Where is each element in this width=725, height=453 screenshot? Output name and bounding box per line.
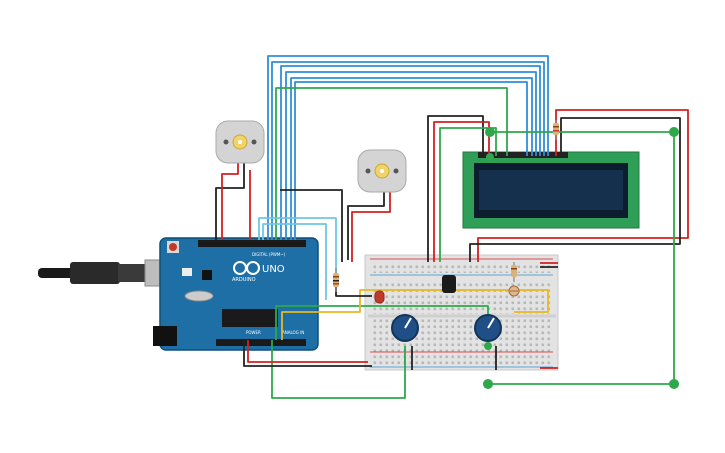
wire-green-pot1[interactable] bbox=[271, 340, 406, 399]
wires bbox=[215, 55, 689, 399]
led-icon[interactable] bbox=[374, 290, 385, 304]
potentiometer-icon[interactable] bbox=[474, 314, 502, 342]
reset-icon bbox=[169, 243, 177, 251]
led-l-indicator bbox=[182, 268, 192, 276]
wire-lcd-rs[interactable] bbox=[294, 81, 528, 240]
resistor-icon[interactable] bbox=[553, 120, 559, 140]
resistor-icon[interactable] bbox=[511, 262, 517, 282]
wire-yellow-ldr[interactable] bbox=[281, 289, 549, 340]
wire-motor2-gnd[interactable] bbox=[347, 190, 385, 260]
wire-lightblue-resistor[interactable] bbox=[258, 217, 337, 278]
dc-motor-icon[interactable] bbox=[215, 120, 265, 164]
wire-lcd-vcc[interactable] bbox=[433, 121, 490, 262]
digital-label: DIGITAL (PWM~) bbox=[252, 252, 286, 257]
arduino-logo bbox=[233, 261, 260, 275]
arduino-uno-board[interactable]: UNO ARDUINO DIGITAL (PWM~) POWER ANALOG … bbox=[153, 237, 319, 351]
power-jack bbox=[153, 326, 177, 346]
wire-motor2-vcc[interactable] bbox=[351, 190, 391, 262]
lcd-16x2[interactable] bbox=[462, 151, 640, 229]
transistor-icon[interactable] bbox=[442, 275, 456, 293]
wire-green-lcd[interactable] bbox=[275, 87, 508, 240]
small-chip bbox=[202, 270, 212, 280]
dc-motor-icon[interactable] bbox=[357, 149, 407, 193]
wire-lcd-gnd[interactable] bbox=[427, 115, 484, 262]
board-sub-brand: ARDUINO bbox=[232, 277, 256, 283]
junction-dots bbox=[483, 127, 679, 389]
wire-black-gnd-top[interactable] bbox=[280, 189, 343, 262]
wire-lcd-contrast[interactable] bbox=[439, 127, 497, 262]
wire-motor1-vcc[interactable] bbox=[221, 158, 239, 240]
breadboard[interactable] bbox=[364, 254, 559, 371]
wire-lcd-d4[interactable] bbox=[285, 71, 537, 240]
wire-green-right[interactable] bbox=[488, 131, 675, 385]
wire-motor1-gnd[interactable] bbox=[215, 158, 245, 240]
wire-power-5v[interactable] bbox=[247, 340, 368, 363]
usb-cable-icon bbox=[38, 259, 168, 287]
digital-header[interactable] bbox=[198, 240, 306, 247]
wire-lightblue-2[interactable] bbox=[262, 223, 327, 300]
board-brand: UNO bbox=[262, 264, 285, 275]
analog-label: ANALOG IN bbox=[282, 330, 304, 335]
wire-backlight-gnd[interactable] bbox=[469, 117, 681, 262]
power-analog-header[interactable] bbox=[216, 339, 306, 346]
power-label: POWER bbox=[246, 330, 261, 335]
potentiometer-icon[interactable] bbox=[391, 314, 419, 342]
wire-backlight-vcc[interactable] bbox=[477, 109, 689, 262]
wire-lcd-d5[interactable] bbox=[280, 65, 541, 240]
lcd-screen bbox=[479, 170, 623, 210]
wire-lcd-en[interactable] bbox=[290, 77, 533, 240]
wire-power-gnd[interactable] bbox=[243, 340, 372, 367]
crystal-oscillator bbox=[184, 290, 214, 302]
atmega-chip bbox=[222, 309, 278, 327]
photoresistor-icon[interactable] bbox=[508, 285, 520, 297]
lcd-pin-header[interactable] bbox=[478, 152, 568, 158]
resistor-icon[interactable] bbox=[333, 268, 339, 292]
wire-lcd-d6[interactable] bbox=[271, 61, 545, 240]
wire-lcd-d7[interactable] bbox=[267, 55, 549, 240]
